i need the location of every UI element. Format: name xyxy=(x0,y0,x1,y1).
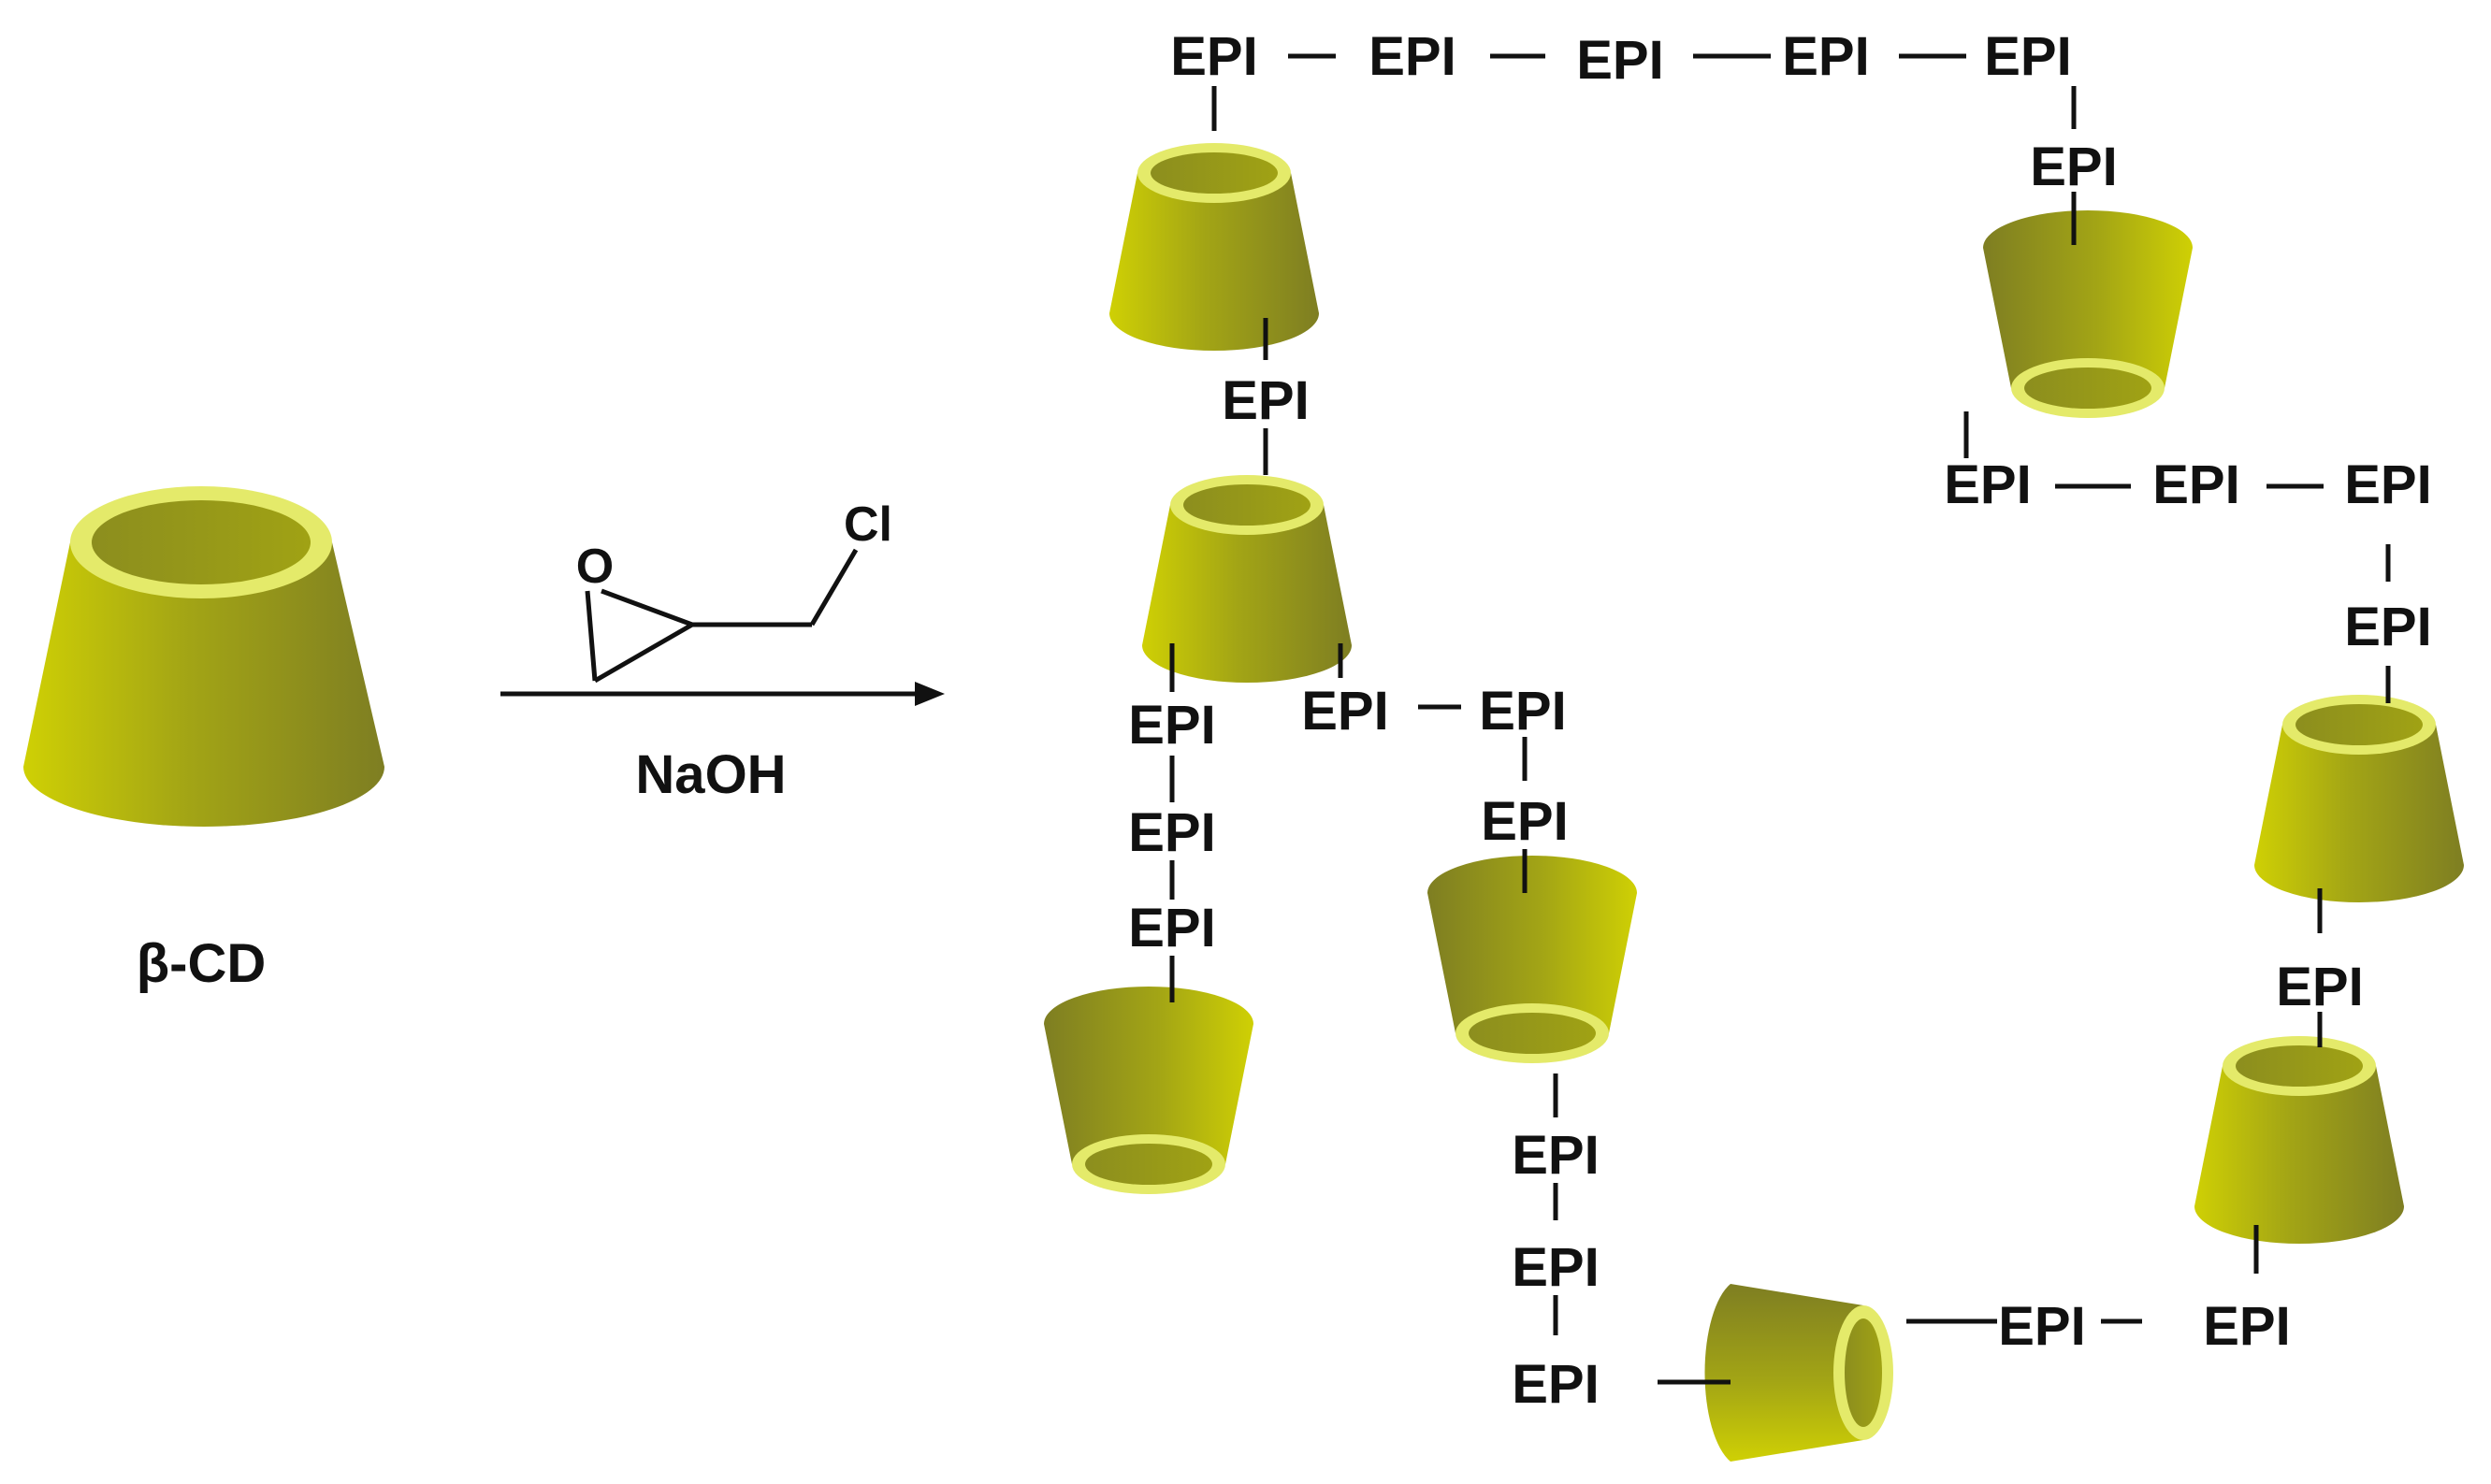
cyclodextrin-cone xyxy=(1983,210,2193,418)
epi-linker-label: EPI xyxy=(2030,137,2118,197)
epi-linker-label: EPI xyxy=(1128,802,1216,863)
cyclodextrin-cone xyxy=(1427,856,1637,1063)
naoh-label: NaOH xyxy=(635,744,786,805)
epi-linker-label: EPI xyxy=(1479,681,1567,742)
reaction-arrow xyxy=(500,682,945,706)
epi-linker-label: EPI xyxy=(1998,1296,2086,1357)
cyclodextrin-cone xyxy=(1109,143,1319,351)
epi-linker-label: EPI xyxy=(1512,1354,1600,1415)
crosslink-bonds xyxy=(1169,53,2391,1385)
cyclodextrin-cone xyxy=(2194,1036,2404,1244)
epi-linker-label: EPI xyxy=(1128,695,1216,756)
epi-linker-label: EPI xyxy=(1984,26,2072,87)
epi-linker-label: EPI xyxy=(1782,26,1870,87)
chlorine-atom-label: Cl xyxy=(844,497,892,552)
epi-linker-label: EPI xyxy=(2276,957,2364,1017)
epi-linker-label: EPI xyxy=(1481,791,1569,852)
beta-cd-label: β-CD xyxy=(137,933,267,994)
cyclodextrin-cone xyxy=(1044,987,1253,1194)
beta-cd-cone xyxy=(23,486,384,827)
epi-linker-label: EPI xyxy=(1369,26,1456,87)
cyclodextrin-cone xyxy=(2254,695,2464,902)
epichlorohydrin-structure: O Cl xyxy=(576,497,892,684)
epi-linker-label: EPI xyxy=(2152,454,2240,515)
epi-linker-label: EPI xyxy=(2344,597,2432,657)
epi-linkers: EPI EPI EPI EPI EPI EPI EPI EPI EPI EPI EPI EPI EPI E… xyxy=(1128,26,2432,1415)
epi-linker-label: EPI xyxy=(1301,681,1389,742)
epi-linker-label: EPI xyxy=(2344,454,2432,515)
epi-linker-label: EPI xyxy=(1512,1125,1600,1186)
epi-linker-label: EPI xyxy=(2203,1296,2291,1357)
epi-linker-label: EPI xyxy=(1512,1237,1600,1298)
epi-linker-label: EPI xyxy=(1944,454,2032,515)
cd-cones xyxy=(1044,143,2464,1462)
epi-linker-label: EPI xyxy=(1170,26,1258,87)
epi-linker-label: EPI xyxy=(1222,370,1310,431)
cyclodextrin-cone xyxy=(1142,475,1352,683)
epi-linker-label: EPI xyxy=(1576,30,1664,91)
cyclodextrin-cone xyxy=(1704,1284,1893,1462)
epi-linker-label: EPI xyxy=(1128,898,1216,958)
oxygen-atom-label: O xyxy=(576,540,614,594)
